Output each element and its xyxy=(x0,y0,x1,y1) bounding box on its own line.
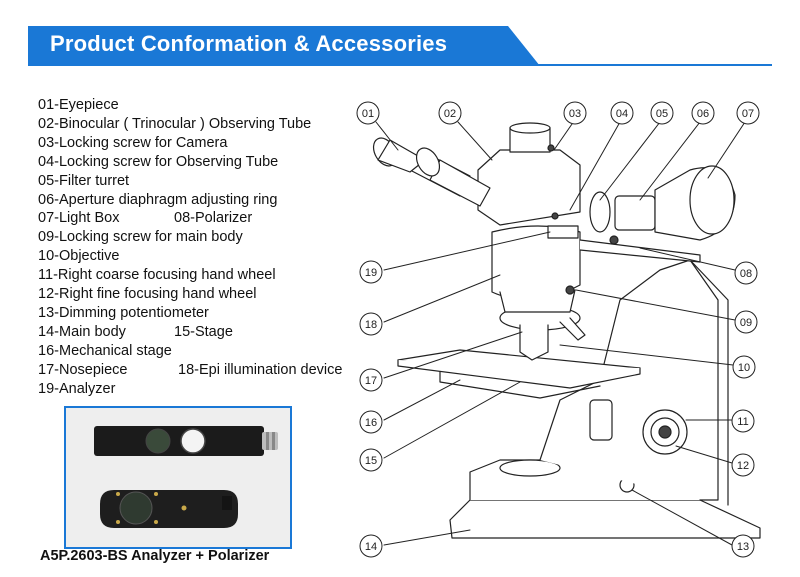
part-row-11: 11-Right coarse focusing hand wheel xyxy=(38,267,276,284)
base-plate xyxy=(449,499,761,539)
svg-text:18: 18 xyxy=(365,319,377,331)
part-row-12: 12-Right fine focusing hand wheel xyxy=(38,286,257,303)
microscope-diagram: 01 02 03 04 05 06 07 08 09 10 11 12 13 1… xyxy=(356,101,761,558)
svg-text:13: 13 xyxy=(737,541,749,553)
focus-hub xyxy=(658,425,672,439)
svg-text:15: 15 xyxy=(365,455,377,467)
svg-text:11: 11 xyxy=(737,416,748,428)
callout-14: 14 xyxy=(359,534,383,558)
parts-list: 01-Eyepiece 02-Binocular ( Trinocular ) … xyxy=(38,96,342,399)
callout-03: 03 xyxy=(563,101,587,125)
part-row-16: 16-Mechanical stage xyxy=(38,342,172,359)
svg-text:05: 05 xyxy=(656,108,668,120)
callout-04: 04 xyxy=(610,101,634,125)
trinocular-head xyxy=(477,149,581,226)
illuminator-arm xyxy=(579,239,701,263)
callout-10: 10 xyxy=(732,355,756,379)
part-row-03: 03-Locking screw for Camera xyxy=(38,134,228,151)
camera-port-top xyxy=(509,122,551,134)
tube-lock-screw xyxy=(551,212,559,220)
page-title: Product Conformation & Accessories xyxy=(50,31,448,56)
epi-lower xyxy=(499,289,576,313)
callout-09: 09 xyxy=(734,310,758,334)
callout-05: 05 xyxy=(650,101,674,125)
analyzer-slot xyxy=(547,225,579,239)
svg-text:14: 14 xyxy=(365,541,377,553)
photo-caption: A5P.2603-BS Analyzer + Polarizer xyxy=(40,548,270,564)
svg-text:17: 17 xyxy=(365,375,377,387)
callout-08: 08 xyxy=(734,261,758,285)
camera-lock-screw xyxy=(547,144,555,152)
callout-18: 18 xyxy=(359,312,383,336)
svg-text:08: 08 xyxy=(740,268,752,280)
svg-text:19: 19 xyxy=(365,267,377,279)
objective-side xyxy=(559,317,586,341)
svg-text:10: 10 xyxy=(738,362,750,374)
aperture-ring xyxy=(614,195,656,231)
svg-text:02: 02 xyxy=(444,108,456,120)
light-port xyxy=(499,459,561,477)
callout-06: 06 xyxy=(691,101,715,125)
title-banner xyxy=(28,26,540,66)
svg-text:12: 12 xyxy=(737,460,749,472)
part-row-06: 06-Aperture diaphragm adjusting ring xyxy=(38,191,278,208)
stage-edge xyxy=(397,359,641,389)
callout-labels: 01 02 03 04 05 06 07 08 09 10 11 12 13 1… xyxy=(356,101,760,558)
leader-lines xyxy=(375,121,746,546)
analyzer-polarizer-illustration xyxy=(66,408,290,547)
svg-text:03: 03 xyxy=(569,108,581,120)
callout-19: 19 xyxy=(359,260,383,284)
callout-13: 13 xyxy=(731,534,755,558)
part-row-05: 05-Filter turret xyxy=(38,172,130,189)
focus-housing xyxy=(589,399,613,441)
eyepiece-left-barrel xyxy=(377,139,426,173)
callout-12: 12 xyxy=(731,453,755,477)
filter-turret xyxy=(589,191,611,233)
part-row-04: 04-Locking screw for Observing Tube xyxy=(38,153,279,170)
eyepiece-right xyxy=(415,147,441,177)
arm-edge xyxy=(689,259,729,506)
svg-text:06: 06 xyxy=(697,108,709,120)
callout-15: 15 xyxy=(359,448,383,472)
mechanical-stage xyxy=(439,371,601,399)
objective xyxy=(519,324,549,361)
part-row-10: 10-Objective xyxy=(38,248,120,265)
light-box-cap xyxy=(689,165,735,235)
part-row-13: 13-Dimming potentiometer xyxy=(38,304,209,321)
svg-text:16: 16 xyxy=(365,417,377,429)
callout-07: 07 xyxy=(736,101,760,125)
main-body-lock-screw xyxy=(565,285,575,295)
callout-17: 17 xyxy=(359,368,383,392)
polarizer-knob xyxy=(609,235,619,245)
part-row-02: 02-Binocular ( Trinocular ) Observing Tu… xyxy=(38,115,312,132)
callout-01: 01 xyxy=(356,101,380,125)
callout-02: 02 xyxy=(438,101,462,125)
svg-text:04: 04 xyxy=(616,108,628,120)
svg-text:09: 09 xyxy=(740,317,752,329)
analyzer-polarizer-photo xyxy=(64,406,292,549)
part-row-01: 01-Eyepiece xyxy=(38,97,119,113)
callout-11: 11 xyxy=(731,409,755,433)
part-row-19: 19-Analyzer xyxy=(38,380,116,397)
part-row-09: 09-Locking screw for main body xyxy=(38,229,243,246)
callout-16: 16 xyxy=(359,410,383,434)
svg-text:01: 01 xyxy=(362,108,374,120)
svg-text:07: 07 xyxy=(742,108,754,120)
